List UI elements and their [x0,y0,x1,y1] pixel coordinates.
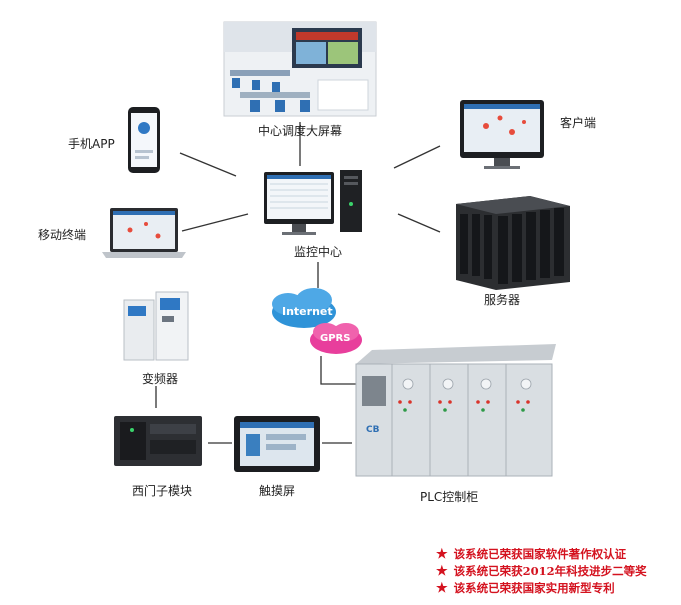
touch-screen-image [234,416,320,472]
inverter-image [123,291,189,361]
internet-cloud [272,288,336,328]
server-label: 服务器 [484,293,521,307]
client-monitor-image [460,100,544,169]
dispatch-screen-label: 中心调度大屏幕 [258,124,343,138]
inverter-label: 变频器 [142,372,179,386]
mobile-terminal-label: 移动终端 [38,228,87,242]
mobile-phone-image [128,107,160,173]
star-icon: ★ [436,564,448,579]
siemens-module-image [114,416,202,466]
line-server-center [397,213,441,233]
award-note: ★ 该系统已荣获2012年科技进步二等奖 [436,563,647,580]
svg-text:CB: CB [366,425,380,435]
star-icon: ★ [436,547,448,562]
connection-lines [155,122,441,444]
server-rack-image [456,196,570,290]
laptop-image [102,208,186,258]
dispatch-room-image [223,21,377,117]
siemens-module-label: 西门子模块 [132,484,193,498]
monitor-center-image [264,170,362,235]
line-terminal-center [181,213,249,232]
touch-screen-label: 触摸屏 [259,484,296,498]
award-note-text: 该系统已荣获国家软件著作权认证 [453,547,627,561]
internet-label: Internet [282,305,333,318]
award-notes: ★ 该系统已荣获国家软件著作权认证 ★ 该系统已荣获2012年科技进步二等奖 ★ 该系… [436,546,647,597]
line-app-center [179,152,237,177]
monitor-center-label: 监控中心 [294,245,343,259]
star-icon: ★ [436,581,448,596]
gprs-label: GPRS [320,333,351,344]
mobile-app-label: 手机APP [68,137,115,151]
client-label: 客户端 [560,116,597,130]
award-note: ★ 该系统已荣获国家实用新型专利 [436,580,647,597]
award-note-text: 该系统已荣获国家实用新型专利 [453,581,615,595]
line-client-center [393,145,441,169]
award-note-text: 该系统已荣获2012年科技进步二等奖 [453,564,647,578]
award-note: ★ 该系统已荣获国家软件著作权认证 [436,546,647,563]
gprs-cloud [310,323,362,354]
plc-cabinet-label: PLC控制柜 [420,490,479,504]
plc-cabinet-image: CB [355,344,556,477]
line-cloud-plc [320,356,358,385]
